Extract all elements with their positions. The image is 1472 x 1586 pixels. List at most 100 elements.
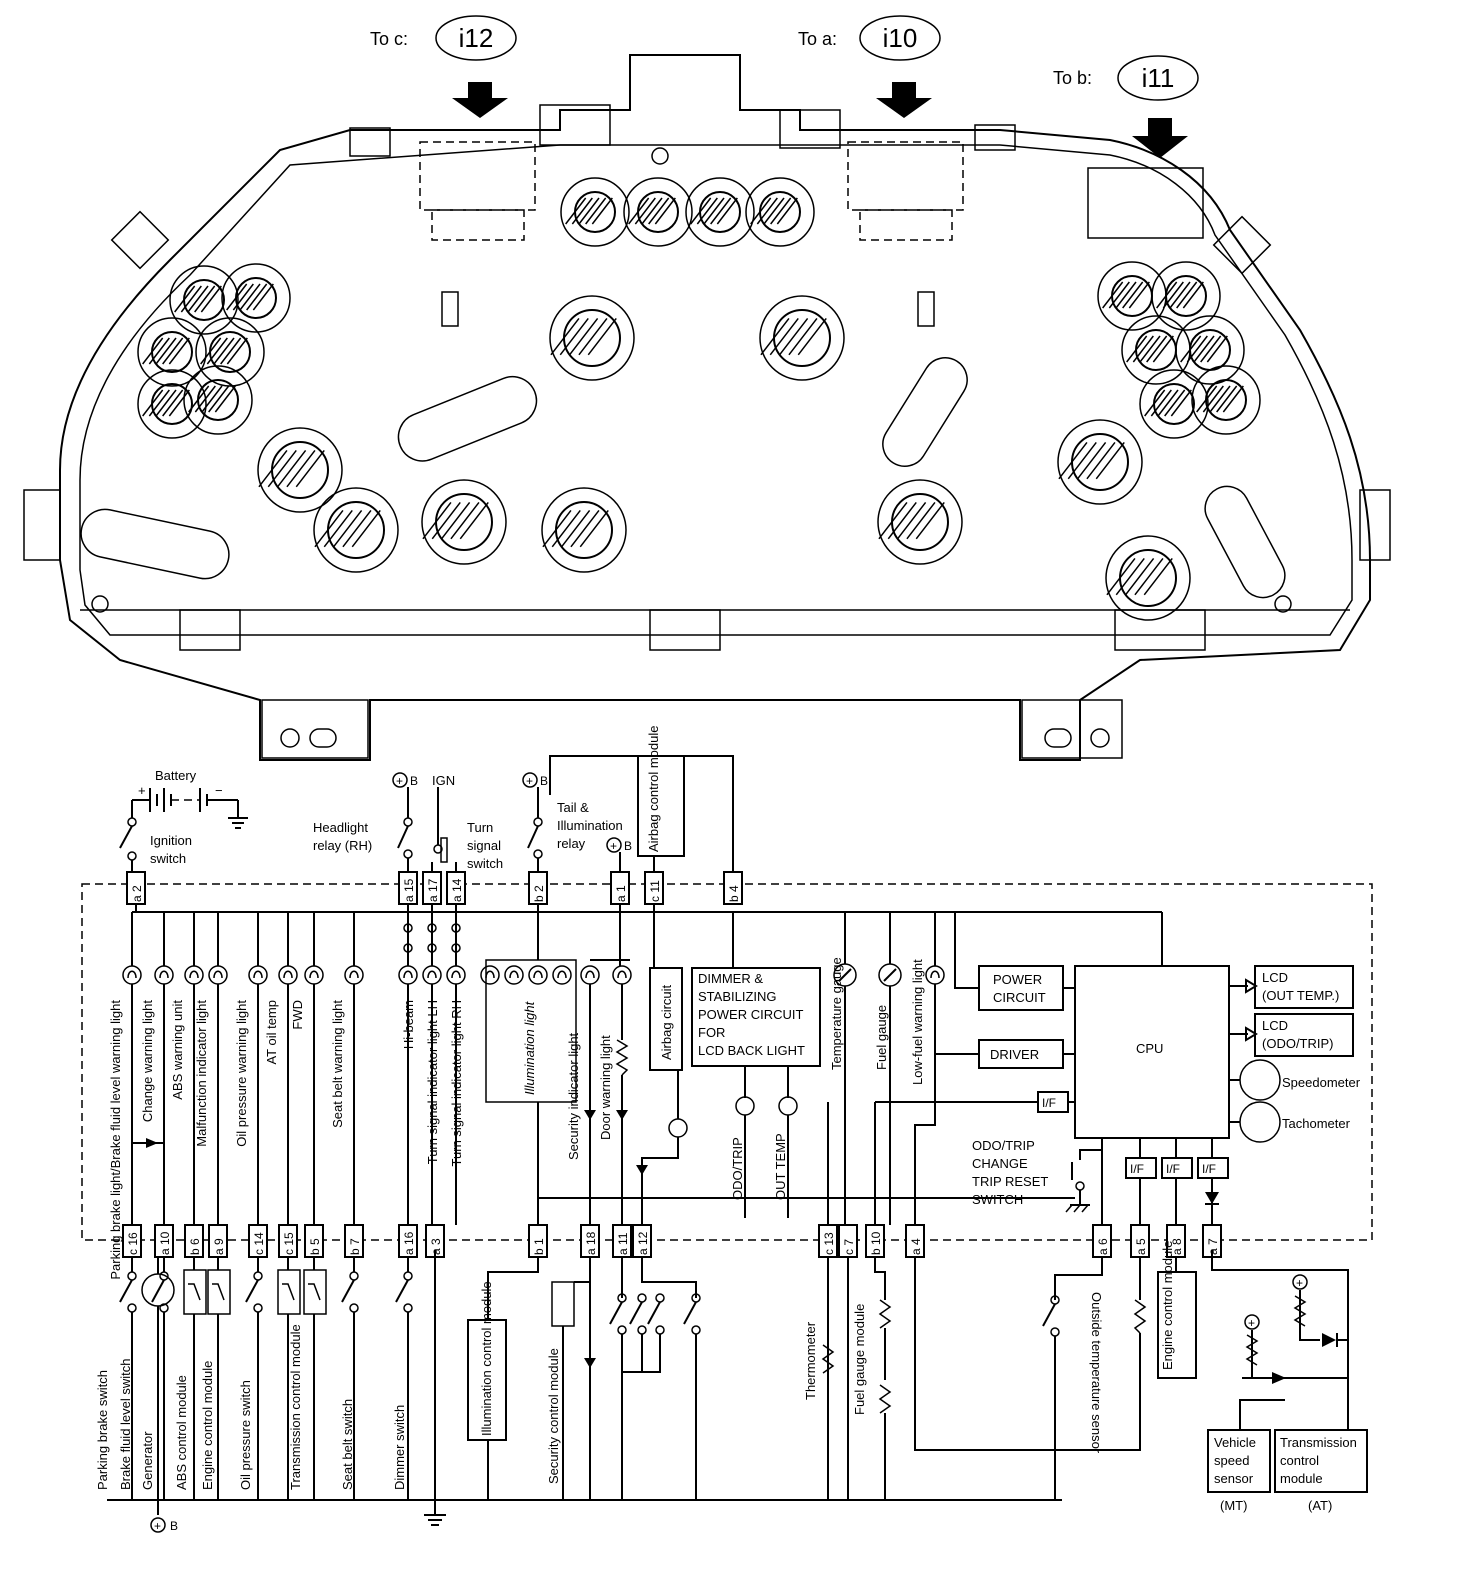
- socket-hatch: [226, 337, 248, 365]
- switch-contact: [403, 1303, 413, 1313]
- socket-hatch: [174, 285, 196, 313]
- socket-hatch: [1176, 281, 1198, 309]
- lamp-columns: Parking brake light/Brake fluid level wa…: [108, 904, 1075, 1280]
- socket-hatch: [587, 317, 617, 356]
- lamp-filament: [403, 970, 413, 979]
- top-pin-label: a 2: [130, 885, 144, 902]
- bottom-pin-label: a 7: [1206, 1238, 1220, 1255]
- socket-hatch: [1222, 385, 1244, 413]
- bottom-pin-label: a 8: [1170, 1238, 1184, 1255]
- socket-hatch: [1193, 335, 1215, 363]
- airbag-circuit-box: [649, 967, 683, 1071]
- switch-blade: [119, 1279, 133, 1303]
- svg-text:+: +: [526, 774, 533, 788]
- socket-hatch: [200, 337, 222, 365]
- cpu-label: CPU: [1136, 1041, 1163, 1056]
- security-module-box: [551, 1281, 575, 1327]
- socket-hatch: [441, 501, 471, 540]
- socket-hatch: [252, 283, 274, 311]
- bottom-pin-label: b 1: [532, 1238, 546, 1255]
- bulb-socket-ring: [1175, 315, 1245, 385]
- lamp-symbol: [925, 965, 945, 985]
- socket-hatch: [214, 385, 236, 413]
- lamp-filament: [533, 970, 543, 979]
- socket-hatch: [569, 317, 599, 356]
- svg-text:−: −: [215, 783, 223, 798]
- lamp-symbol: [184, 965, 204, 985]
- dimmer-line-3: POWER CIRCUIT: [698, 1007, 804, 1022]
- socket-hatch: [342, 509, 372, 548]
- socket-hatch: [1180, 335, 1202, 363]
- bulb-socket-ring: [313, 487, 399, 573]
- schematic: Battery + − Ignition switch + B IGN + B …: [81, 726, 1373, 1533]
- socket-hatch: [763, 197, 785, 225]
- illumination-module-box: [467, 1319, 507, 1441]
- switch-contact: [533, 849, 543, 859]
- switch-contact: [691, 1325, 701, 1335]
- battery-label: Battery: [155, 768, 197, 783]
- socket-hatch: [168, 337, 190, 365]
- socket-hatch: [654, 197, 676, 225]
- module-box: [207, 1269, 231, 1315]
- socket-hatch: [333, 509, 363, 548]
- lamp-symbol: [398, 965, 418, 985]
- socket-hatch: [155, 337, 177, 365]
- resistor: [615, 1039, 629, 1076]
- socket-hatch: [1146, 335, 1168, 363]
- top-pin-label: a 15: [402, 878, 416, 902]
- bottom-pin-label: b 10: [869, 1231, 883, 1255]
- socket-hatch: [295, 449, 325, 488]
- switch-blade: [245, 1279, 259, 1303]
- connector-c-id: i12: [459, 23, 494, 53]
- external-label: Seat belt switch: [340, 1399, 355, 1490]
- socket-hatch: [1126, 335, 1148, 363]
- bottom-pin-label: a 10: [158, 1231, 172, 1255]
- lamp-label: Fuel gauge: [874, 1005, 889, 1070]
- socket-hatch: [634, 197, 656, 225]
- socket-hatch: [1216, 385, 1238, 413]
- plus-b-label-1: B: [410, 774, 418, 788]
- external-label: Thermometer: [803, 1321, 818, 1400]
- socket-hatch: [906, 501, 936, 540]
- lamp-filament: [309, 970, 319, 979]
- socket-hatch: [1170, 389, 1192, 417]
- socket-hatch: [1139, 335, 1161, 363]
- top-pin-box: [126, 871, 146, 905]
- socket-hatch: [277, 449, 307, 488]
- lamp-label: Temperature gauge: [829, 957, 844, 1070]
- bulb-socket-ring: [560, 177, 630, 247]
- socket-hatch: [194, 385, 216, 413]
- socket-hatch: [1202, 385, 1224, 413]
- module-box: [303, 1269, 327, 1315]
- socket-hatch: [648, 197, 670, 225]
- switch-contact: [349, 1271, 359, 1281]
- plus-b-label-3: B: [624, 839, 632, 853]
- socket-hatch: [351, 509, 381, 548]
- external-label: Illumination control module: [479, 1281, 494, 1436]
- switch-contact: [403, 849, 413, 859]
- lamp-label: ABS warning unit: [170, 1000, 185, 1100]
- socket-hatch: [1186, 335, 1208, 363]
- lamp-label: Turn signal indicator light LH: [425, 1000, 440, 1164]
- lamp-label: Low-fuel warning light: [910, 959, 925, 1085]
- socket-hatch: [591, 197, 613, 225]
- socket-hatch: [776, 197, 798, 225]
- lamp-symbol: [480, 965, 500, 985]
- socket-hatch: [232, 283, 254, 311]
- external-label: Brake fluid level switch: [118, 1359, 133, 1491]
- socket-hatch: [561, 509, 591, 548]
- cluster-back-view: To c: i12 To a: i10 To b: i11: [23, 15, 1391, 761]
- module-box: [183, 1269, 207, 1315]
- lcd-odo-trip-line-1: LCD: [1262, 1018, 1288, 1033]
- lamp-symbol: [154, 965, 174, 985]
- socket-hatch: [162, 389, 184, 417]
- socket-hatch: [551, 509, 581, 548]
- top-wires: [135, 787, 655, 912]
- bottom-pin-label: a 3: [429, 1238, 443, 1255]
- turn-switch-label-1: Turn: [467, 820, 493, 835]
- plus-b-label-4: B: [170, 1519, 178, 1533]
- ignition-switch-label-2: switch: [150, 851, 186, 866]
- socket-hatch: [162, 337, 184, 365]
- lamp-filament: [253, 970, 263, 979]
